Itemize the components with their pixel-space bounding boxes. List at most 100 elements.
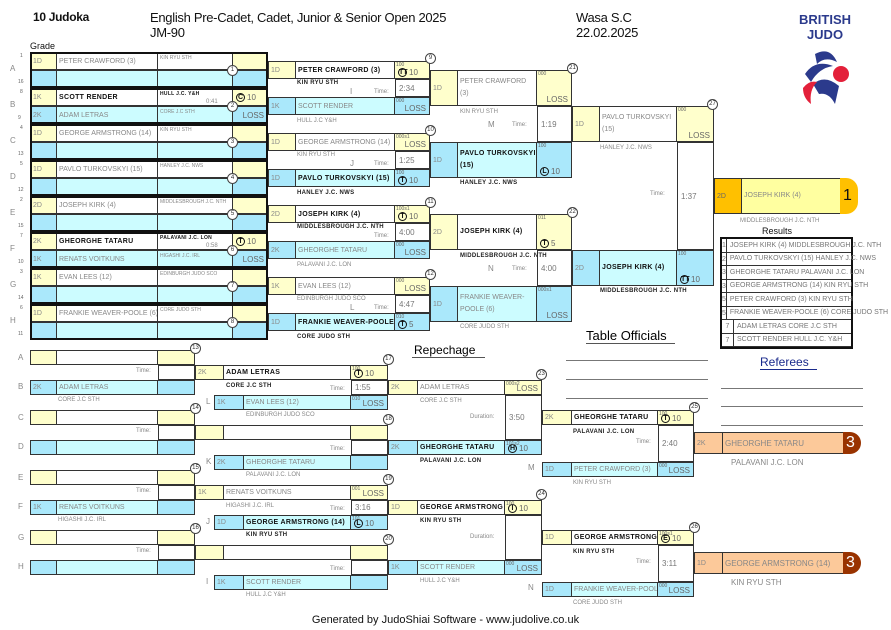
competitor-name[interactable]: GHEORGHE TATARU	[417, 440, 505, 455]
time-label: Time:	[636, 559, 651, 565]
match-number-badge: 16	[190, 523, 201, 534]
competitor-name[interactable]: JOSEPH KIRK (4)	[599, 250, 677, 286]
competitor-name[interactable]	[56, 560, 158, 575]
score-code: 000	[396, 98, 405, 104]
competitor-name[interactable]: PAVLO TURKOVSKYI (15)	[457, 142, 537, 178]
bronze-name[interactable]: GEORGE ARMSTRONG (14)	[722, 552, 844, 574]
score-type-icon: E	[661, 534, 670, 543]
grade-cell	[30, 410, 57, 425]
competitor-name[interactable]: GEORGE ARMSTRONG (14)	[243, 515, 351, 530]
bronze-name[interactable]: GHEORGHE TATARU	[722, 432, 844, 454]
match-time	[158, 545, 195, 560]
grade-cell: 1K	[268, 277, 296, 295]
match-number-badge: 11	[425, 197, 436, 208]
next-pool-letter: N	[488, 264, 494, 273]
score-value: 10	[365, 519, 374, 528]
grade-cell: 1D	[542, 582, 572, 597]
competitor-name[interactable]: JOSEPH KIRK (4)	[457, 214, 537, 250]
score-code: 101	[352, 516, 361, 522]
competitor-name[interactable]: EVAN LEES (12)	[295, 277, 395, 295]
competitor-name[interactable]: ADAM LETRAS	[417, 380, 505, 395]
competitor-name[interactable]: GHEORGHE TATARU	[571, 410, 658, 425]
result-competitor: JOSEPH KIRK (4) MIDDLESBROUGH J.C. NTH	[729, 241, 882, 249]
competitor-name[interactable]: RENATS VOITKUNS	[56, 500, 158, 515]
score-type-icon: L	[540, 167, 549, 176]
grade-cell: 1K	[30, 500, 57, 515]
competitor-name[interactable]: JOSEPH KIRK (4)	[295, 205, 395, 223]
competitor-name[interactable]: EVAN LEES (12)	[243, 395, 351, 410]
club-name: KIN RYU STH	[297, 152, 335, 158]
competitor-name[interactable]: PETER CRAWFORD (3)	[571, 462, 658, 477]
competitor-name[interactable]	[56, 350, 158, 365]
grade-cell: 1D	[430, 70, 458, 106]
grade-cell	[195, 545, 224, 560]
score-cell	[157, 470, 195, 485]
competitor-name[interactable]	[56, 410, 158, 425]
score-value: 10	[519, 504, 528, 513]
club-name: MIDDLESBROUGH J.C. NTH	[460, 253, 547, 259]
competitor-name[interactable]: SCOTT RENDER	[417, 560, 505, 575]
score-code: 001	[352, 486, 361, 492]
match-time: 1:55	[351, 380, 388, 395]
time-label: Time:	[374, 305, 389, 311]
score-code: 000s1	[396, 134, 410, 140]
club-name: HANLEY J.C. NWS	[600, 145, 652, 151]
time-label: Time:	[374, 89, 389, 95]
competitor-name[interactable]: FRANKIE WEAVER-POOLE (6)	[571, 582, 658, 597]
competitor-name[interactable]: SCOTT RENDER	[243, 575, 351, 590]
match-number-badge: 21	[567, 63, 578, 74]
score-cell	[157, 500, 195, 515]
competitor-name[interactable]: GEORGE ARMSTRONG (14)	[295, 133, 395, 151]
score-type-icon: T	[236, 236, 245, 246]
score-value: LOSS	[404, 140, 426, 149]
competitor-name[interactable]	[56, 440, 158, 455]
score-code: 100	[396, 170, 405, 176]
competitor-name[interactable]	[56, 530, 158, 545]
club-name: PALAVANI J.C. LON	[420, 458, 482, 464]
match-time	[351, 440, 388, 455]
competitor-name[interactable]: PETER CRAWFORD (3)	[295, 61, 395, 79]
grade-cell: 2K	[388, 440, 418, 455]
grade-cell: 1K	[214, 395, 244, 410]
official-signature-line	[566, 360, 708, 361]
competitor-name[interactable]: ADAM LETRAS	[223, 365, 351, 380]
competitor-name[interactable]: ADAM LETRAS	[56, 380, 158, 395]
competitor-name[interactable]	[223, 545, 351, 560]
competitor-name[interactable]: GEORGE ARMSTRONG (14)	[417, 500, 505, 515]
official-signature-line	[566, 379, 708, 380]
time-label: Time:	[330, 446, 345, 452]
competitor-name[interactable]: SCOTT RENDER	[295, 97, 395, 115]
competitor-name[interactable]: GHEORGHE TATARU	[243, 455, 351, 470]
competitor-name[interactable]	[223, 425, 351, 440]
competitor-name[interactable]: PAVLO TURKOVSKYI (15)	[295, 169, 395, 187]
competitor-name[interactable]: GEORGE ARMSTRONG (14)	[571, 530, 658, 545]
result-place: 5	[722, 293, 727, 306]
match-number-badge: 13	[190, 343, 201, 354]
match-number-badge: 1	[227, 65, 238, 76]
competitor-name[interactable]: PETER CRAWFORD (3)	[457, 70, 537, 106]
competitor-name[interactable]: GHEORGHE TATARU	[295, 241, 395, 259]
grade-cell: 2K	[694, 432, 723, 454]
referee-signature-line	[721, 425, 863, 426]
judo-figure-icon	[803, 51, 849, 104]
score-type-icon: T	[398, 212, 407, 221]
club-name: CORE JUDO STH	[460, 324, 510, 330]
score-cell	[350, 425, 388, 440]
competitor-name[interactable]: FRANKIE WEAVER-POOLE (6)	[457, 286, 537, 322]
competitor-name[interactable]: PAVLO TURKOVSKYI (15)	[599, 106, 677, 142]
next-pool-letter: I	[350, 87, 353, 96]
winner-name[interactable]: JOSEPH KIRK (4)	[741, 178, 841, 214]
match-number-badge: 27	[707, 99, 718, 110]
score-cell	[157, 410, 195, 425]
competitor-name[interactable]: FRANKIE WEAVER-POOLE (6)	[295, 313, 395, 331]
competitor-name[interactable]: RENATS VOITKUNS	[223, 485, 351, 500]
match-time: 0:58	[206, 243, 218, 249]
competitor-name[interactable]	[56, 470, 158, 485]
match-time: 3:16	[351, 500, 388, 515]
grade-cell: 1K	[214, 575, 244, 590]
match-time: 3:11	[658, 545, 694, 582]
